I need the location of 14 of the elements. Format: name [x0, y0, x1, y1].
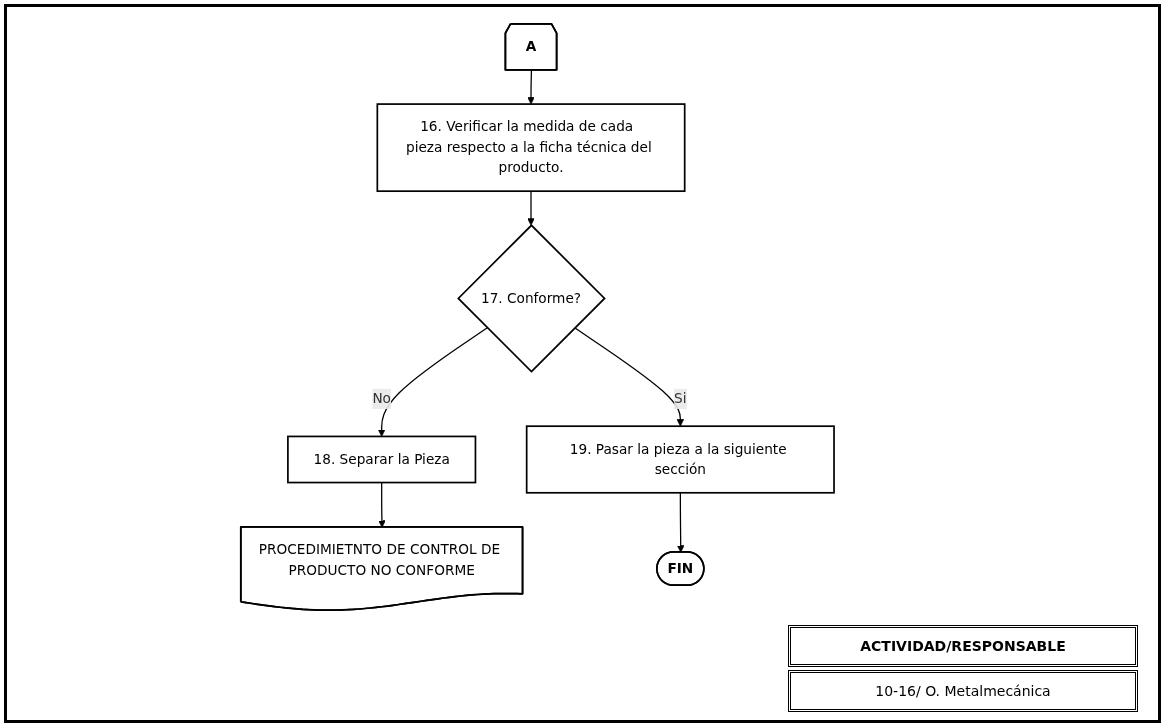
arrow [377, 327, 488, 437]
arrow [526, 190, 535, 226]
node-box [376, 103, 686, 193]
arrow [676, 492, 685, 553]
node-box [525, 425, 835, 494]
edge-label: Si [673, 390, 687, 407]
flowchart: No Si A 16. Verificar la medida de cada pieza respecto a la ficha técnica del producto. 17. Conforme? 18. Separar la Pieza PROCEDIMIETNTO DE CONTROL DE PRODUCTO NO CONFORME 19. Pasar la pieza a la siguiente sección FIN [181, 17, 893, 617]
arrow [573, 327, 684, 427]
table-cell: 10-16/ O. Metalmecánica [788, 670, 1138, 712]
table-header: ACTIVIDAD/RESPONSABLE [788, 625, 1138, 667]
node-diamond [456, 224, 606, 373]
edge-label: No [371, 390, 391, 407]
node-box [286, 435, 476, 484]
arrow [526, 69, 535, 105]
